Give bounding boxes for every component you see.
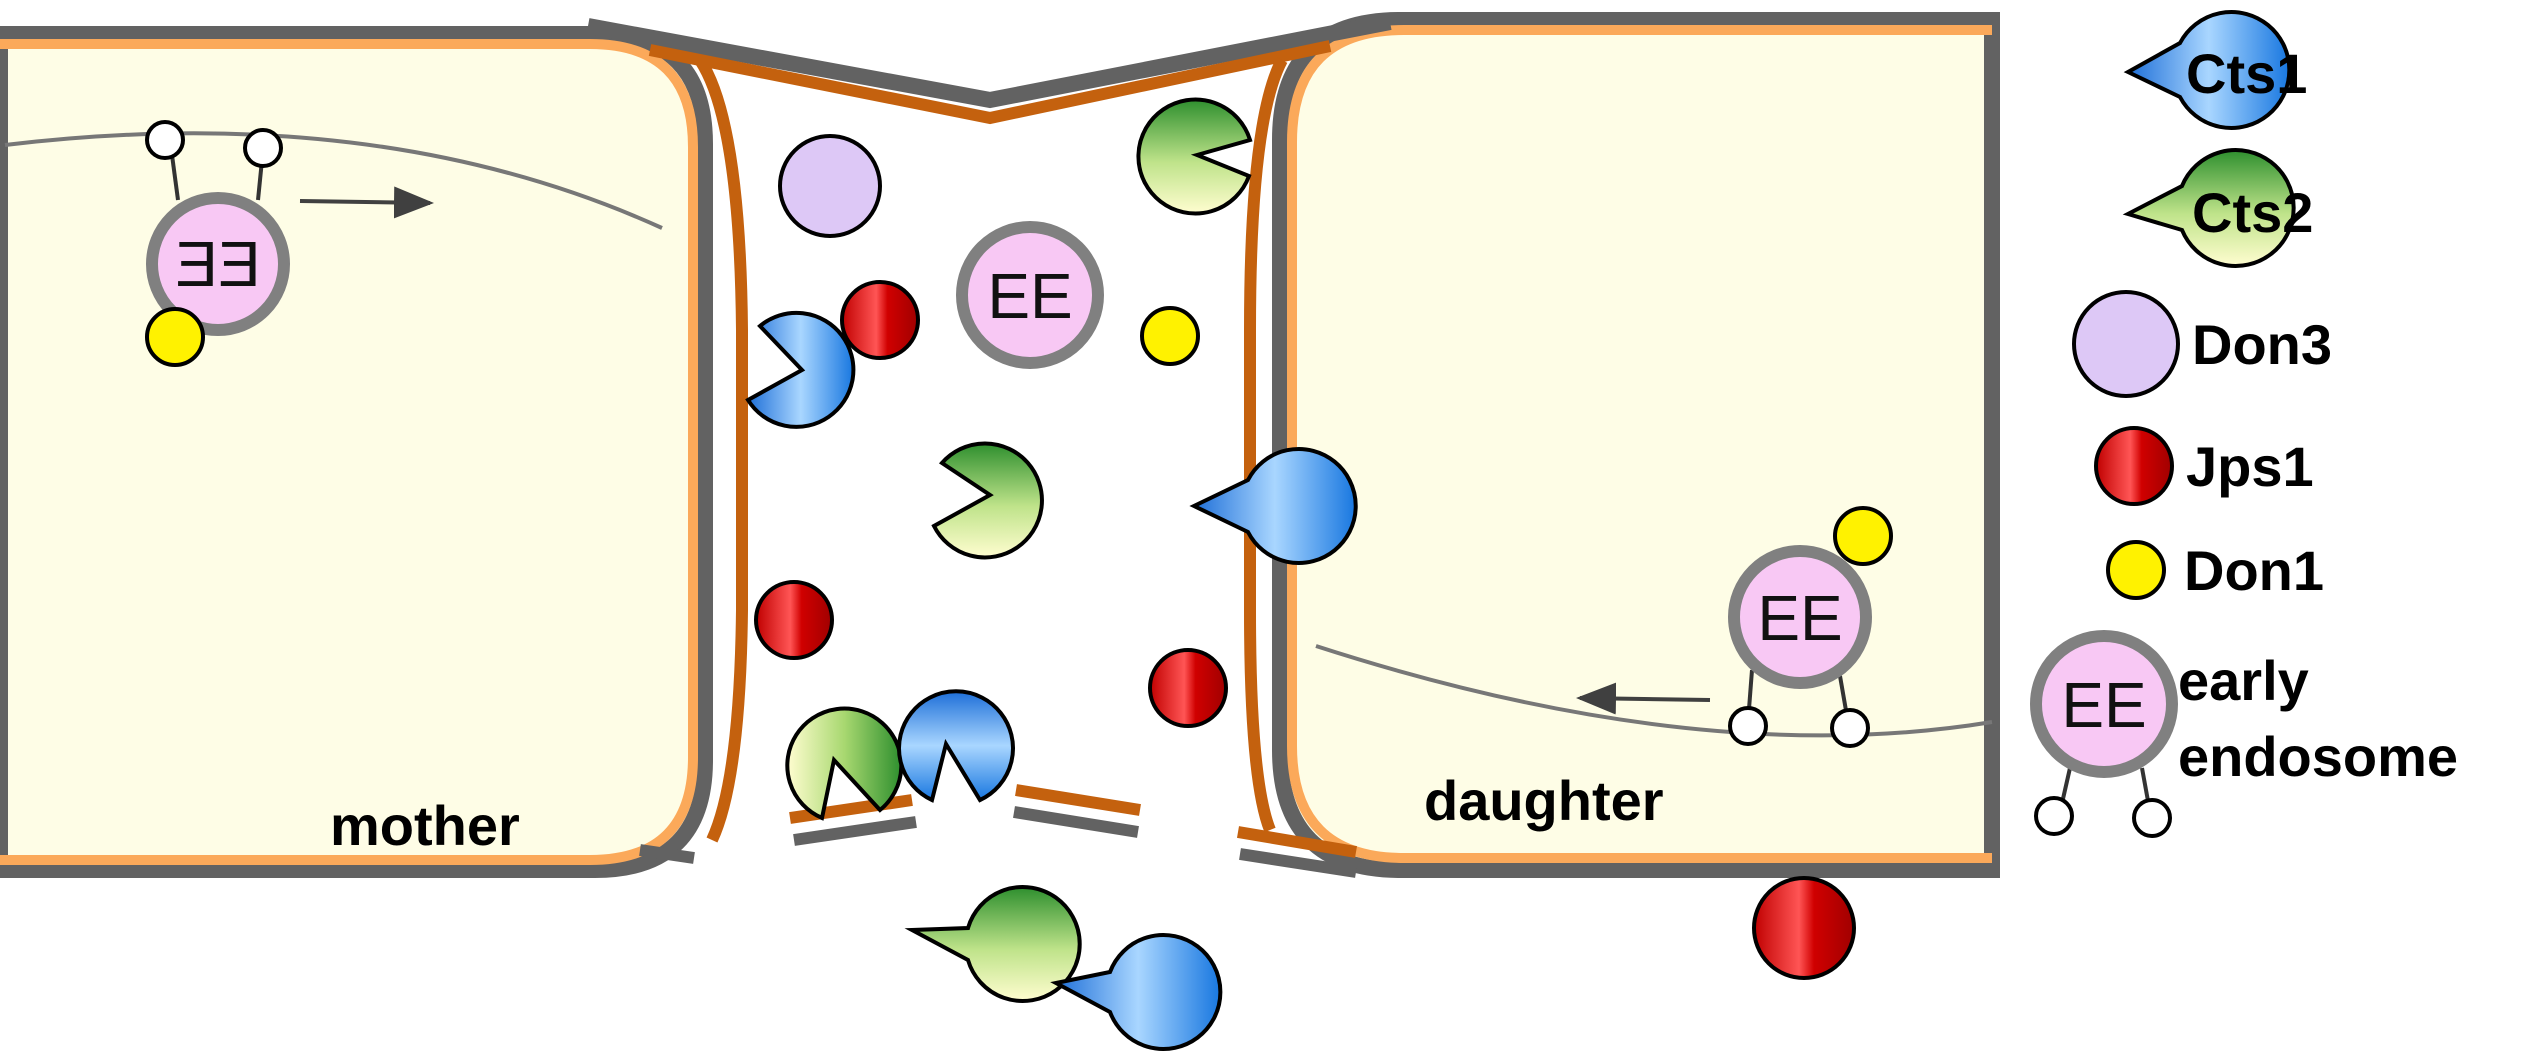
septum	[586, 14, 1392, 878]
legend-label: Don3	[2192, 313, 2332, 376]
don1-icon	[145, 307, 205, 367]
green-pacman-icon	[2122, 148, 2296, 268]
legend-item-don1: Don1	[2106, 539, 2324, 602]
legend-label-line1: early	[2178, 649, 2309, 712]
cts1-icon	[1050, 933, 1223, 1051]
septum-fragment-2b	[1013, 806, 1139, 838]
lavender-circle-icon	[2072, 290, 2180, 398]
legend: Cts1 Cts2 Don3 Jps1 Don1 EE early endoso…	[2030, 10, 2458, 838]
legend-item-jps1: Jps1	[2094, 426, 2314, 506]
don1-icon	[1140, 306, 1200, 366]
mother-cytoplasm	[0, 26, 713, 878]
mother-microtubule	[4, 131, 663, 230]
primary-septum-left	[694, 56, 748, 843]
yellow-circle-icon	[2106, 540, 2166, 600]
motor-head-icon	[145, 120, 185, 160]
motor-head-icon	[2132, 798, 2172, 838]
mother-plasma-membrane	[0, 39, 698, 865]
cts2-icon	[1136, 97, 1253, 216]
early-endosome-icon	[146, 192, 290, 336]
early-endosome-icon	[1728, 545, 1872, 689]
red-circle-icon	[2094, 426, 2174, 506]
fragmentation-zone: EE	[745, 97, 1856, 1051]
transport-arrow-left	[1576, 682, 1711, 715]
early-endosome-icon	[956, 221, 1104, 369]
transport-arrow-right	[299, 186, 434, 219]
septum-top-wall	[648, 40, 1332, 125]
septum-fragment-1	[789, 794, 913, 824]
primary-septum-right	[1244, 57, 1288, 833]
motor-head-icon	[243, 128, 283, 168]
cts1-icon	[1189, 447, 1358, 565]
legend-label: Cts2	[2192, 181, 2313, 244]
jps1-icon	[1752, 876, 1856, 980]
legend-item-cts2: Cts2	[2122, 148, 2313, 268]
jps1-icon	[754, 580, 834, 660]
early-endosome-icon	[2030, 630, 2178, 778]
daughter-early-endosome: EE	[1576, 506, 1893, 748]
motor-head-icon	[1728, 706, 1768, 746]
daughter-microtubule	[1315, 644, 1993, 738]
ee-label: EE	[2061, 669, 2146, 741]
septum-fragment-2	[1015, 784, 1141, 816]
legend-label-line2: endosome	[2178, 725, 2458, 788]
legend-item-don3: Don3	[2072, 290, 2332, 398]
cts1-icon	[745, 310, 856, 429]
septum-top-outer	[586, 14, 1392, 109]
motor-head-icon	[2034, 796, 2074, 836]
daughter-cytoplasm	[1272, 12, 2000, 878]
mother-cell: mother	[0, 26, 713, 878]
cts2-icon	[785, 706, 904, 821]
jps1-icon	[840, 280, 920, 360]
ee-label: EE	[1757, 582, 1842, 654]
mother-label: mother	[330, 794, 520, 857]
don1-icon	[1833, 506, 1893, 566]
septum-fragment-4	[639, 844, 695, 864]
legend-label: Don1	[2184, 539, 2324, 602]
septum-fragment-3	[1236, 826, 1358, 858]
septum-fragment-3b	[1239, 848, 1357, 878]
legend-label: Jps1	[2186, 435, 2314, 498]
legend-item-early-endosome: EE early endosome	[2030, 630, 2458, 838]
cts1-icon	[897, 689, 1015, 803]
motor-head-icon	[1830, 708, 1870, 748]
ee-label: EE	[987, 260, 1072, 332]
ee-label-mirrored: EE	[175, 228, 260, 300]
legend-item-cts1: Cts1	[2123, 10, 2307, 130]
early-endosome-free: EE	[956, 221, 1104, 369]
daughter-label: daughter	[1424, 769, 1664, 832]
legend-label: Cts1	[2186, 42, 2307, 105]
cts2-icon	[904, 885, 1082, 1003]
mother-early-endosome: EE	[145, 120, 434, 367]
don3-icon	[778, 134, 882, 238]
septum-fragment-1b	[793, 816, 917, 846]
blue-pacman-icon	[2123, 10, 2292, 130]
jps1-icon	[1148, 648, 1228, 728]
daughter-cell: daughter	[1272, 12, 2000, 878]
cts2-icon	[931, 441, 1044, 560]
